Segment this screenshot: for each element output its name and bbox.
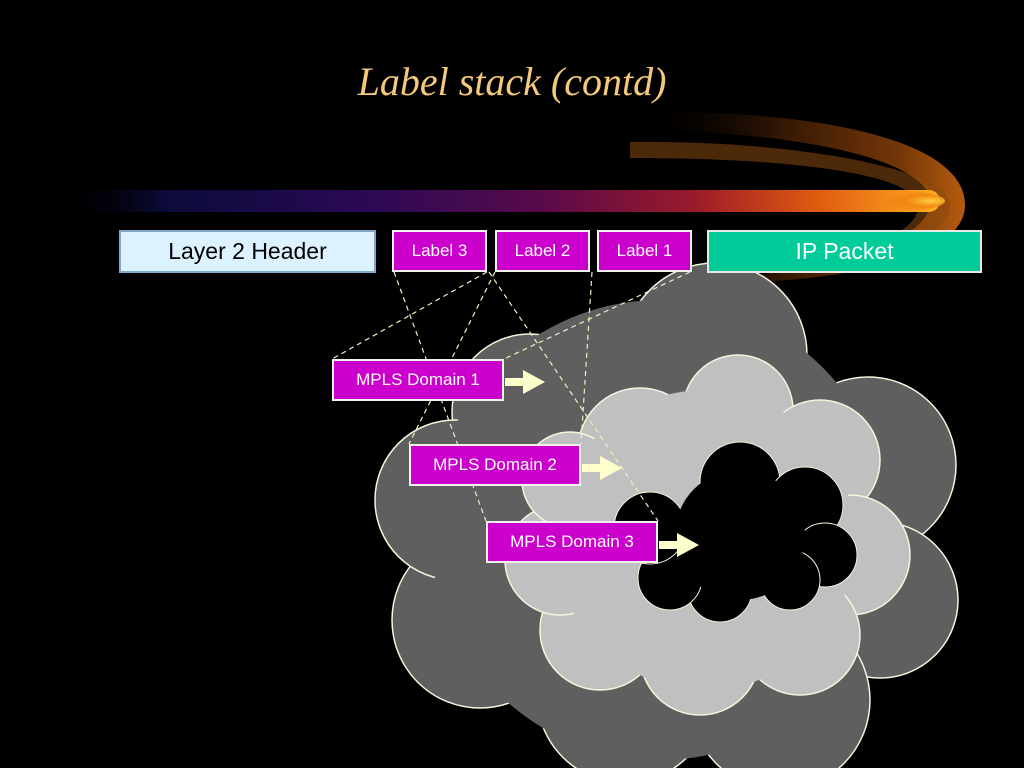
label-1-box: Label 1	[597, 230, 692, 272]
arrow-icon	[582, 456, 622, 480]
ip-packet-box: IP Packet	[707, 230, 982, 273]
arrow-icon	[659, 533, 699, 557]
mpls-domain-3-box: MPLS Domain 3	[486, 521, 658, 563]
light-streak	[60, 190, 945, 212]
label-2-box: Label 2	[495, 230, 590, 272]
arrow-icon	[505, 370, 545, 394]
layer2-header-box: Layer 2 Header	[119, 230, 376, 273]
mpls-domain-1-box: MPLS Domain 1	[332, 359, 504, 401]
connector-lines	[331, 271, 691, 522]
connector-label1-right	[580, 271, 593, 445]
label-3-box: Label 3	[392, 230, 487, 272]
connector-label1-left	[503, 271, 691, 360]
page-title: Label stack (contd)	[357, 59, 667, 104]
mpls-domain-2-box: MPLS Domain 2	[409, 444, 581, 486]
connector-label3-right	[331, 271, 488, 360]
swoosh-decoration	[630, 111, 965, 282]
